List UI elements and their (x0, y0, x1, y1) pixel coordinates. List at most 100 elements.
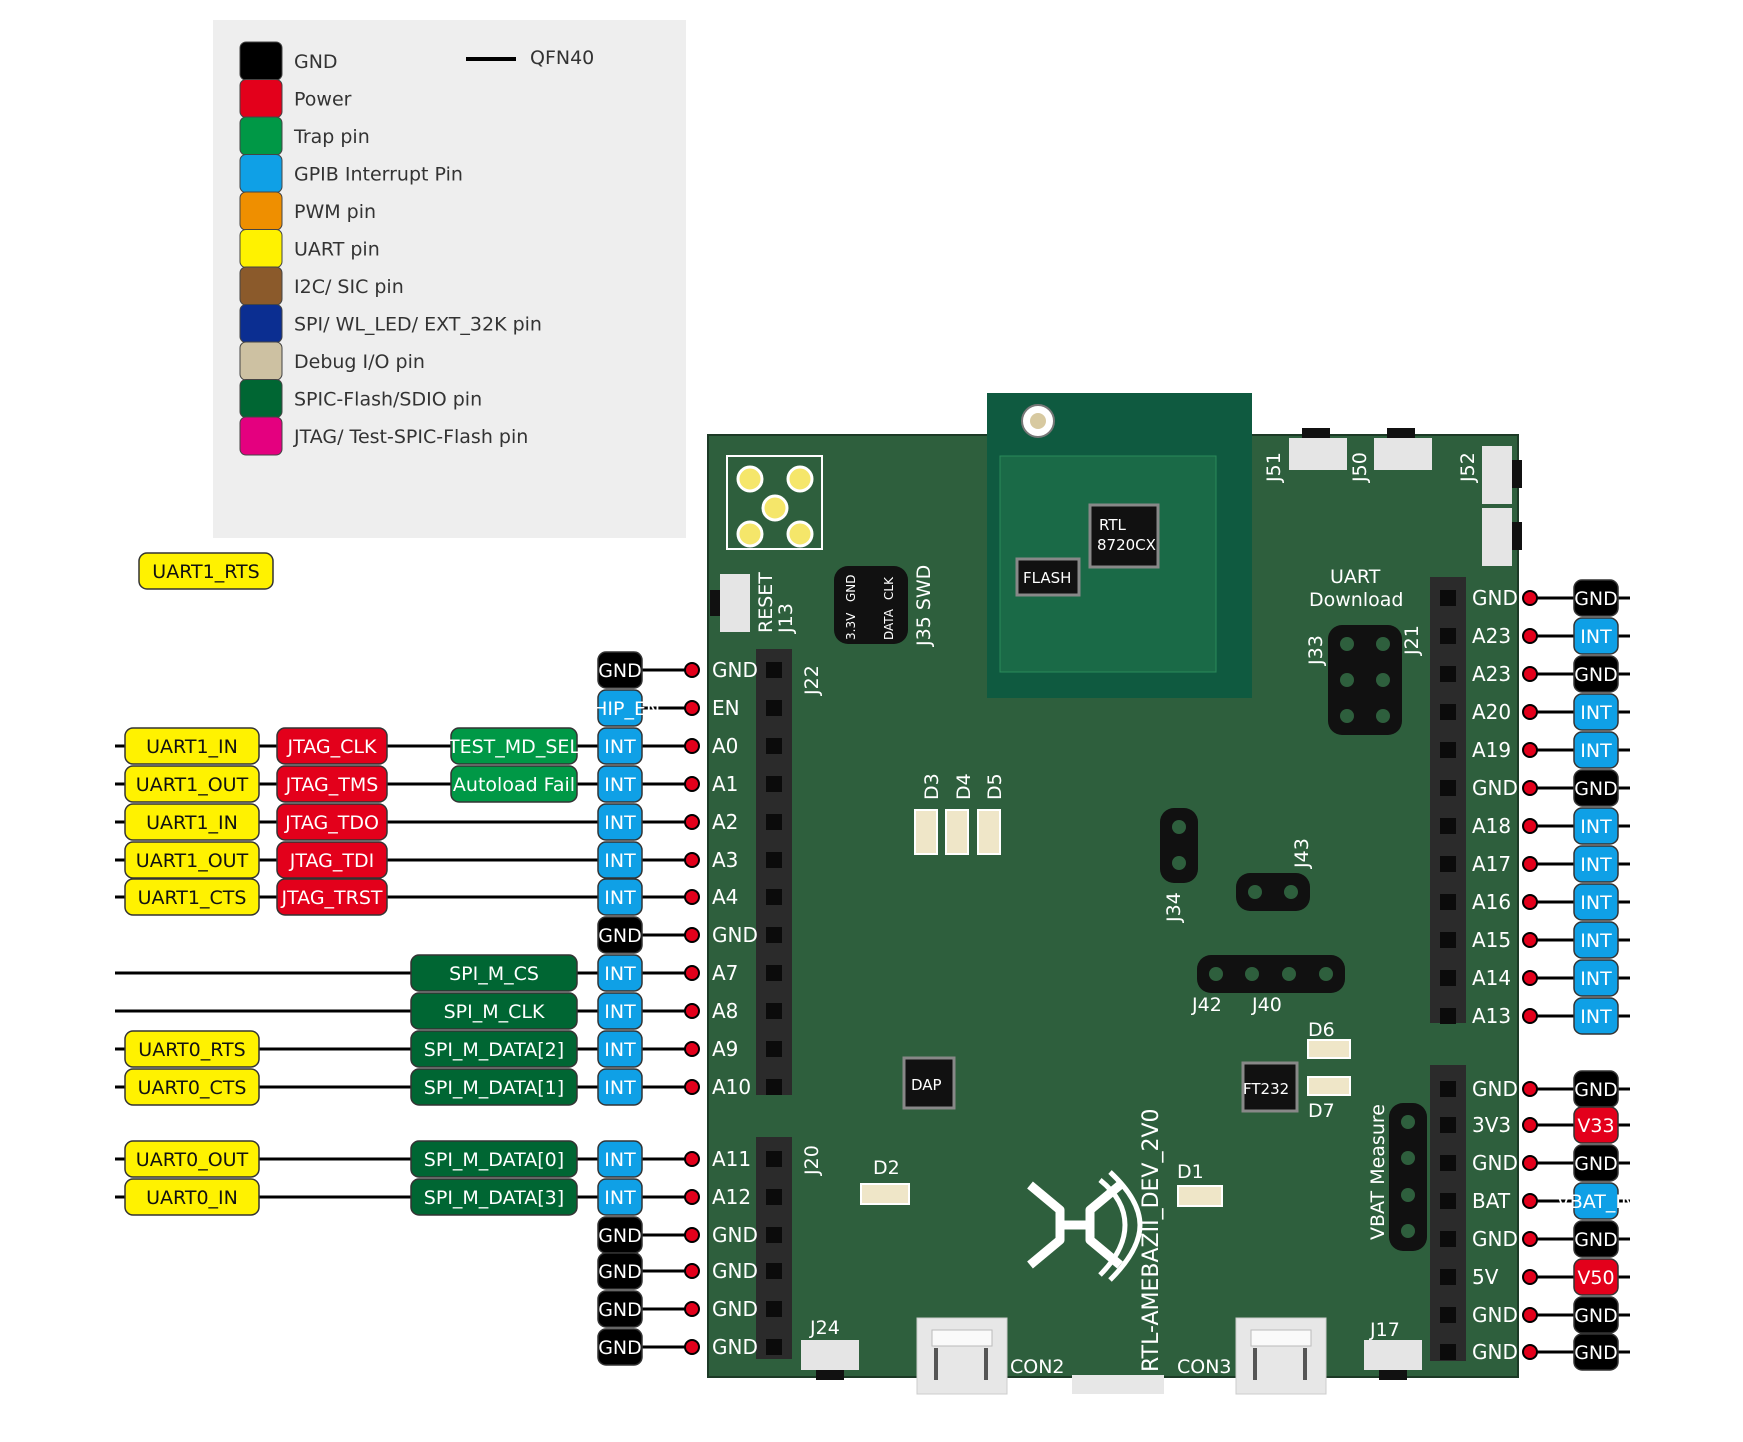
j52-knob-2 (1512, 522, 1522, 550)
led-d2 (860, 1183, 910, 1205)
pin-dot (684, 889, 700, 905)
pin-dot (684, 1041, 700, 1057)
uart-download-label-1: UART (1330, 566, 1381, 588)
pin-dot (1522, 704, 1538, 720)
pin-tag: GND (597, 1290, 643, 1328)
header-pin (1440, 1344, 1456, 1360)
pin-tag: JTAG_TMS (276, 765, 388, 803)
pin-tag: JTAG_TDI (276, 841, 388, 879)
j43-jumper[interactable] (1236, 873, 1310, 911)
pin-dot (1522, 590, 1538, 606)
pin-tag-text: INT (1580, 892, 1612, 914)
legend-label: SPIC-Flash/SDIO pin (294, 389, 482, 411)
pin-tag: INT (597, 1140, 643, 1178)
legend-label: Debug I/O pin (294, 351, 425, 373)
header-pin (766, 776, 782, 792)
j52-switch-2[interactable] (1482, 508, 1512, 566)
j52-switch-1[interactable] (1482, 446, 1512, 504)
pin-tag: INT (597, 992, 643, 1030)
pin-tag-text: JTAG_TDO (284, 812, 379, 834)
pin-tag-text: INT (604, 1077, 636, 1099)
header-pin (1440, 1193, 1456, 1209)
pin-tag: UART1_IN (124, 727, 260, 765)
j13-label: J13 (775, 603, 797, 634)
vbat-measure-header[interactable] (1389, 1103, 1427, 1251)
pin-tag-text: SPI_M_DATA[2] (424, 1039, 564, 1061)
j34-jumper[interactable] (1160, 808, 1198, 883)
pin-dot (684, 852, 700, 868)
pin-tag: UART1_OUT (124, 841, 260, 879)
header-pin (1440, 856, 1456, 872)
pin-dot (684, 1079, 700, 1095)
header-pin (766, 814, 782, 830)
legend-label: UART pin (294, 239, 380, 261)
j51-label: J51 (1263, 452, 1285, 483)
j24-switch[interactable] (801, 1340, 859, 1370)
j50-switch[interactable] (1374, 438, 1432, 470)
reset-button[interactable] (720, 574, 750, 632)
header-pin (766, 738, 782, 754)
d1-label: D1 (1177, 1161, 1204, 1183)
pin-tag: INT (597, 765, 643, 803)
pin-tag-text: UART0_OUT (136, 1149, 249, 1171)
pin-tag: INT (597, 1068, 643, 1106)
flash-chip-label: FLASH (1023, 569, 1071, 587)
header-pin (766, 1151, 782, 1167)
pin-tag-text: UART1_IN (146, 812, 238, 834)
header-pin (766, 1263, 782, 1279)
pin-tag: INT (597, 1030, 643, 1068)
legend-swatch (239, 41, 283, 81)
pin-tag: SPI_M_DATA[0] (410, 1140, 578, 1178)
j50-knob (1387, 428, 1415, 438)
header-pin (1440, 1231, 1456, 1247)
pin-label: GND (1472, 1303, 1518, 1327)
pin-tag-text: CHIP_EN (580, 698, 660, 720)
legend-swatch (239, 79, 283, 118)
pin-tag: SPI_M_CLK (410, 992, 578, 1030)
pin-dot (684, 1189, 700, 1205)
pin-label: GND (712, 658, 758, 682)
pin-tag-text: INT (604, 963, 636, 985)
pin-label: A19 (1472, 738, 1511, 762)
j51-switch[interactable] (1289, 438, 1347, 470)
pin-tag: VBAT_IN (1557, 1182, 1635, 1220)
legend-label: GND (294, 51, 338, 73)
pin-label: GND (1472, 776, 1518, 800)
pin-tag-text: V33 (1577, 1115, 1614, 1137)
pin-tag-text: UART1_CTS (138, 887, 247, 909)
pin-tag: GND (597, 1252, 643, 1290)
pin-tag: INT (597, 803, 643, 841)
pin-dot (1522, 932, 1538, 948)
header-pin (1440, 894, 1456, 910)
pin-tag: INT (1573, 617, 1619, 655)
j33-jumper[interactable] (1328, 625, 1402, 735)
j42-j40-jumper[interactable] (1197, 955, 1345, 993)
pin-dot (1522, 818, 1538, 834)
pin-tag: UART0_OUT (124, 1140, 260, 1178)
pin-label: BAT (1472, 1189, 1511, 1213)
j17-switch[interactable] (1364, 1340, 1422, 1370)
pin-tag: INT (597, 727, 643, 765)
pin-tag-text: INT (604, 812, 636, 834)
mount-hole (761, 494, 789, 522)
con3-usb-connector[interactable] (1235, 1317, 1327, 1395)
pin-label: GND (1472, 1227, 1518, 1251)
con2-usb-connector[interactable] (916, 1317, 1008, 1395)
reset-knob (710, 590, 720, 616)
pin-label: GND (1472, 586, 1518, 610)
pin-tag-text: INT (604, 774, 636, 796)
rtl-chip-label-1: RTL (1099, 516, 1126, 534)
pin-tag: INT (1573, 883, 1619, 921)
uart-download-label-2: Download (1309, 589, 1403, 611)
legend-label: GPIB Interrupt Pin (294, 164, 463, 186)
header-pin (1440, 932, 1456, 948)
floating-tags: UART1_RTS (138, 552, 274, 590)
header-pin (766, 852, 782, 868)
header-pin (766, 1003, 782, 1019)
